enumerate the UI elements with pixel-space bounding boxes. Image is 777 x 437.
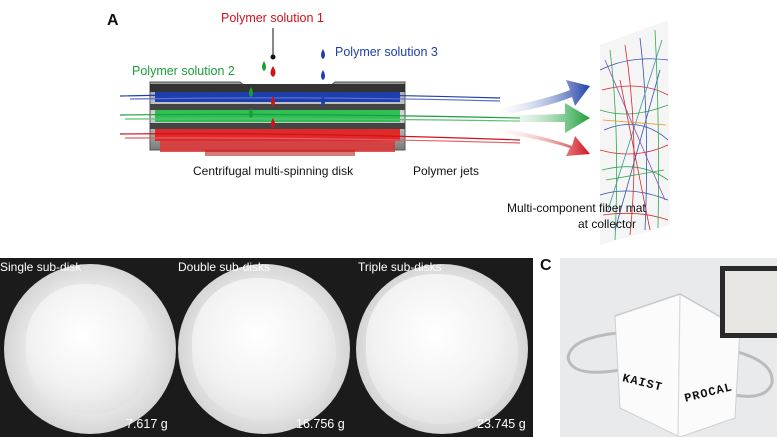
mat-label-line1: Multi-component fiber mat [507,201,646,215]
disk-label: Centrifugal multi-spinning disk [193,164,354,178]
droplets [249,49,325,128]
jets-label: Polymer jets [413,164,480,178]
fiber-mass-triple [366,274,518,424]
panel-b-photo: Single sub-disk Double sub-disks Triple … [0,258,533,437]
dish-mass-double: 16.756 g [296,417,345,431]
dish-single [4,264,176,434]
mask-illustration [566,266,777,437]
dish-double [178,264,350,434]
dish-mass-triple: 23.745 g [477,417,526,431]
fiber-mat [599,20,670,245]
jet-arrows [490,80,590,156]
dish-label-single: Single sub-disk [0,260,82,274]
polymer-solution-1-label: Polymer solution 1 [221,11,324,25]
dish-label-triple: Triple sub-disks [358,260,442,274]
dish-mass-single: 7.617 g [126,417,168,431]
panel-c-letter: C [540,257,552,274]
dish-label-double: Double sub-disks [178,260,271,274]
dish-triple [356,264,528,434]
spinning-disk-diagram [119,20,670,245]
fiber-mass-double [192,278,336,420]
panel-c-photo: KAIST PROCAL [560,258,777,437]
panel-a-letter: A [107,12,119,29]
jet-lines [119,93,521,144]
fiber-mass-single [26,284,154,414]
solution-1-pointer [270,28,276,60]
mat-label-line2: at collector [578,217,637,231]
polymer-solution-3-label: Polymer solution 3 [335,45,438,59]
polymer-solution-2-label: Polymer solution 2 [132,64,235,78]
